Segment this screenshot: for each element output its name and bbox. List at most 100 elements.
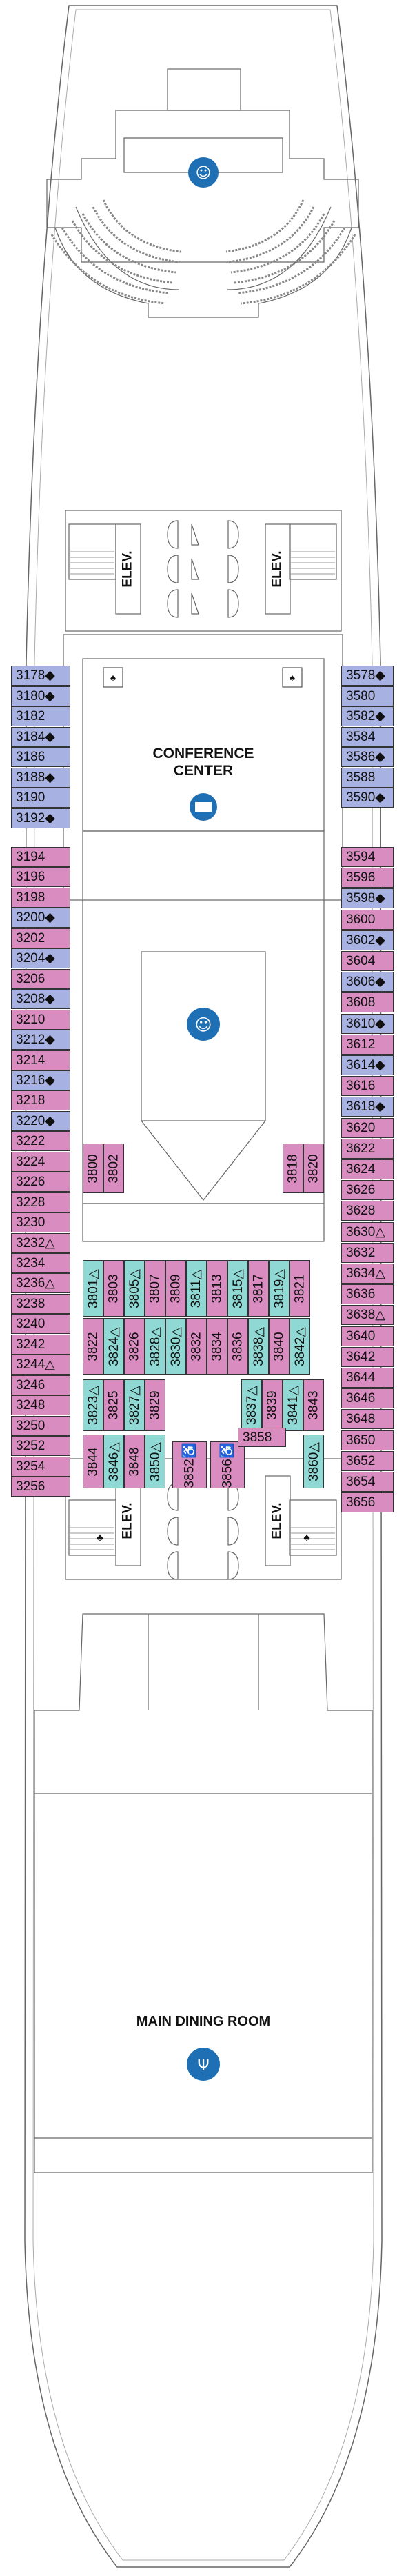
cabin[interactable]: 3194	[11, 847, 70, 867]
cabin[interactable]: 3220◆	[11, 1110, 70, 1131]
cabin[interactable]: 3839	[262, 1379, 283, 1431]
cabin[interactable]: 3210	[11, 1009, 70, 1030]
cabin[interactable]: 3614◆	[341, 1055, 394, 1075]
cabin[interactable]: 3848	[124, 1435, 145, 1488]
cabin[interactable]: 3594	[341, 847, 394, 867]
cabin[interactable]: 3802	[103, 1144, 124, 1193]
cabin[interactable]: 3846△	[103, 1435, 124, 1488]
cabin[interactable]: 3807	[145, 1260, 165, 1317]
cabin[interactable]: 3826	[124, 1318, 145, 1375]
cabin[interactable]: 3606◆	[341, 972, 394, 992]
cabin[interactable]: 3598◆	[341, 888, 394, 909]
cabin[interactable]: 3840	[269, 1318, 290, 1375]
cabin[interactable]: 3830△	[165, 1318, 186, 1375]
cabin[interactable]: 3586◆	[341, 747, 394, 767]
cabin[interactable]: 3620	[341, 1117, 394, 1138]
cabin[interactable]: 3180◆	[11, 686, 70, 706]
cabin[interactable]: 3590◆	[341, 788, 394, 808]
cabin[interactable]: 3218	[11, 1090, 70, 1111]
cabin[interactable]: 3834	[207, 1318, 227, 1375]
cabin[interactable]: 3632	[341, 1242, 394, 1263]
cabin[interactable]: 3801△	[83, 1260, 103, 1317]
cabin[interactable]: 3596	[341, 868, 394, 888]
cabin[interactable]: 3850△	[145, 1435, 165, 1488]
cabin[interactable]: 3204◆	[11, 948, 70, 969]
cabin[interactable]: 3608	[341, 992, 394, 1013]
cabin[interactable]: 3646	[341, 1388, 394, 1409]
cabin[interactable]: 3622	[341, 1138, 394, 1159]
cabin[interactable]: 3228	[11, 1192, 70, 1212]
cabin[interactable]: 3805△	[124, 1260, 145, 1317]
cabin[interactable]: 3636	[341, 1284, 394, 1305]
cabin[interactable]: 3858	[238, 1428, 286, 1447]
cabin[interactable]: 3820	[303, 1144, 324, 1193]
cabin[interactable]: 3188◆	[11, 767, 70, 788]
cabin[interactable]: 3819△	[269, 1260, 290, 1317]
cabin[interactable]: 3618◆	[341, 1097, 394, 1117]
cabin[interactable]: 3630△	[341, 1221, 394, 1242]
cabin[interactable]: 3242	[11, 1334, 70, 1355]
cabin[interactable]: 3224	[11, 1151, 70, 1172]
cabin[interactable]: 3644	[341, 1368, 394, 1388]
cabin[interactable]: 3610◆	[341, 1013, 394, 1034]
cabin[interactable]: 3190	[11, 788, 70, 808]
cabin[interactable]: 3656	[341, 1492, 394, 1513]
cabin[interactable]: 3582◆	[341, 706, 394, 726]
cabin[interactable]: 3184◆	[11, 726, 70, 747]
cabin[interactable]: 3236△	[11, 1273, 70, 1294]
cabin[interactable]: 3841△	[283, 1379, 303, 1431]
cabin[interactable]: 3588	[341, 767, 394, 788]
cabin[interactable]: 3212◆	[11, 1030, 70, 1050]
cabin[interactable]: 3823△	[83, 1379, 103, 1431]
cabin[interactable]: 3828△	[145, 1318, 165, 1375]
cabin[interactable]: 3182	[11, 706, 70, 726]
cabin[interactable]: 3640	[341, 1326, 394, 1346]
cabin[interactable]: 3248	[11, 1395, 70, 1416]
cabin[interactable]: 3634△	[341, 1264, 394, 1284]
cabin[interactable]: 3842△	[290, 1318, 310, 1375]
cabin[interactable]: 3178◆	[11, 666, 70, 686]
cabin[interactable]: 3638△	[341, 1305, 394, 1326]
cabin[interactable]: 3648	[341, 1409, 394, 1430]
cabin[interactable]: 3580	[341, 686, 394, 706]
cabin[interactable]: 3604	[341, 951, 394, 971]
cabin[interactable]: 3817	[248, 1260, 269, 1317]
cabin[interactable]: 3818	[283, 1144, 303, 1193]
cabin[interactable]: 3650	[341, 1430, 394, 1450]
cabin[interactable]: 3815△	[227, 1260, 248, 1317]
cabin[interactable]: 3843	[303, 1379, 324, 1431]
cabin[interactable]: 3252	[11, 1436, 70, 1457]
cabin[interactable]: 3222	[11, 1131, 70, 1152]
cabin[interactable]: 3825	[103, 1379, 124, 1431]
cabin[interactable]: 3811△	[186, 1260, 207, 1317]
cabin[interactable]: 3624	[341, 1159, 394, 1179]
cabin[interactable]: 3821	[290, 1260, 310, 1317]
cabin[interactable]: 3616	[341, 1076, 394, 1097]
cabin[interactable]: 3832	[186, 1318, 207, 1375]
cabin[interactable]: 3628	[341, 1201, 394, 1221]
cabin[interactable]: 3626	[341, 1180, 394, 1201]
cabin[interactable]: 3612	[341, 1034, 394, 1055]
cabin[interactable]: 3600	[341, 909, 394, 930]
cabin[interactable]: 3642	[341, 1346, 394, 1367]
cabin[interactable]: 3829	[145, 1379, 165, 1431]
cabin[interactable]: 3226	[11, 1172, 70, 1192]
cabin[interactable]: 3837△	[241, 1379, 262, 1431]
cabin[interactable]: 3232△	[11, 1232, 70, 1253]
cabin[interactable]: 3202	[11, 928, 70, 948]
cabin[interactable]: 3844	[83, 1435, 103, 1488]
cabin[interactable]: 3809	[165, 1260, 186, 1317]
cabin[interactable]: 3238	[11, 1293, 70, 1314]
cabin[interactable]: 3192◆	[11, 808, 70, 828]
cabin[interactable]: 3584	[341, 726, 394, 747]
cabin[interactable]: 3827△	[124, 1379, 145, 1431]
cabin[interactable]: 3578◆	[341, 666, 394, 686]
cabin[interactable]: 3198	[11, 887, 70, 908]
cabin[interactable]: 3838△	[248, 1318, 269, 1375]
cabin[interactable]: 3652	[341, 1450, 394, 1471]
cabin[interactable]: 3250	[11, 1415, 70, 1436]
cabin[interactable]: 3803	[103, 1260, 124, 1317]
cabin[interactable]: 3860△	[303, 1435, 324, 1488]
cabin[interactable]: 3824△	[103, 1318, 124, 1375]
cabin[interactable]: 3200◆	[11, 908, 70, 928]
